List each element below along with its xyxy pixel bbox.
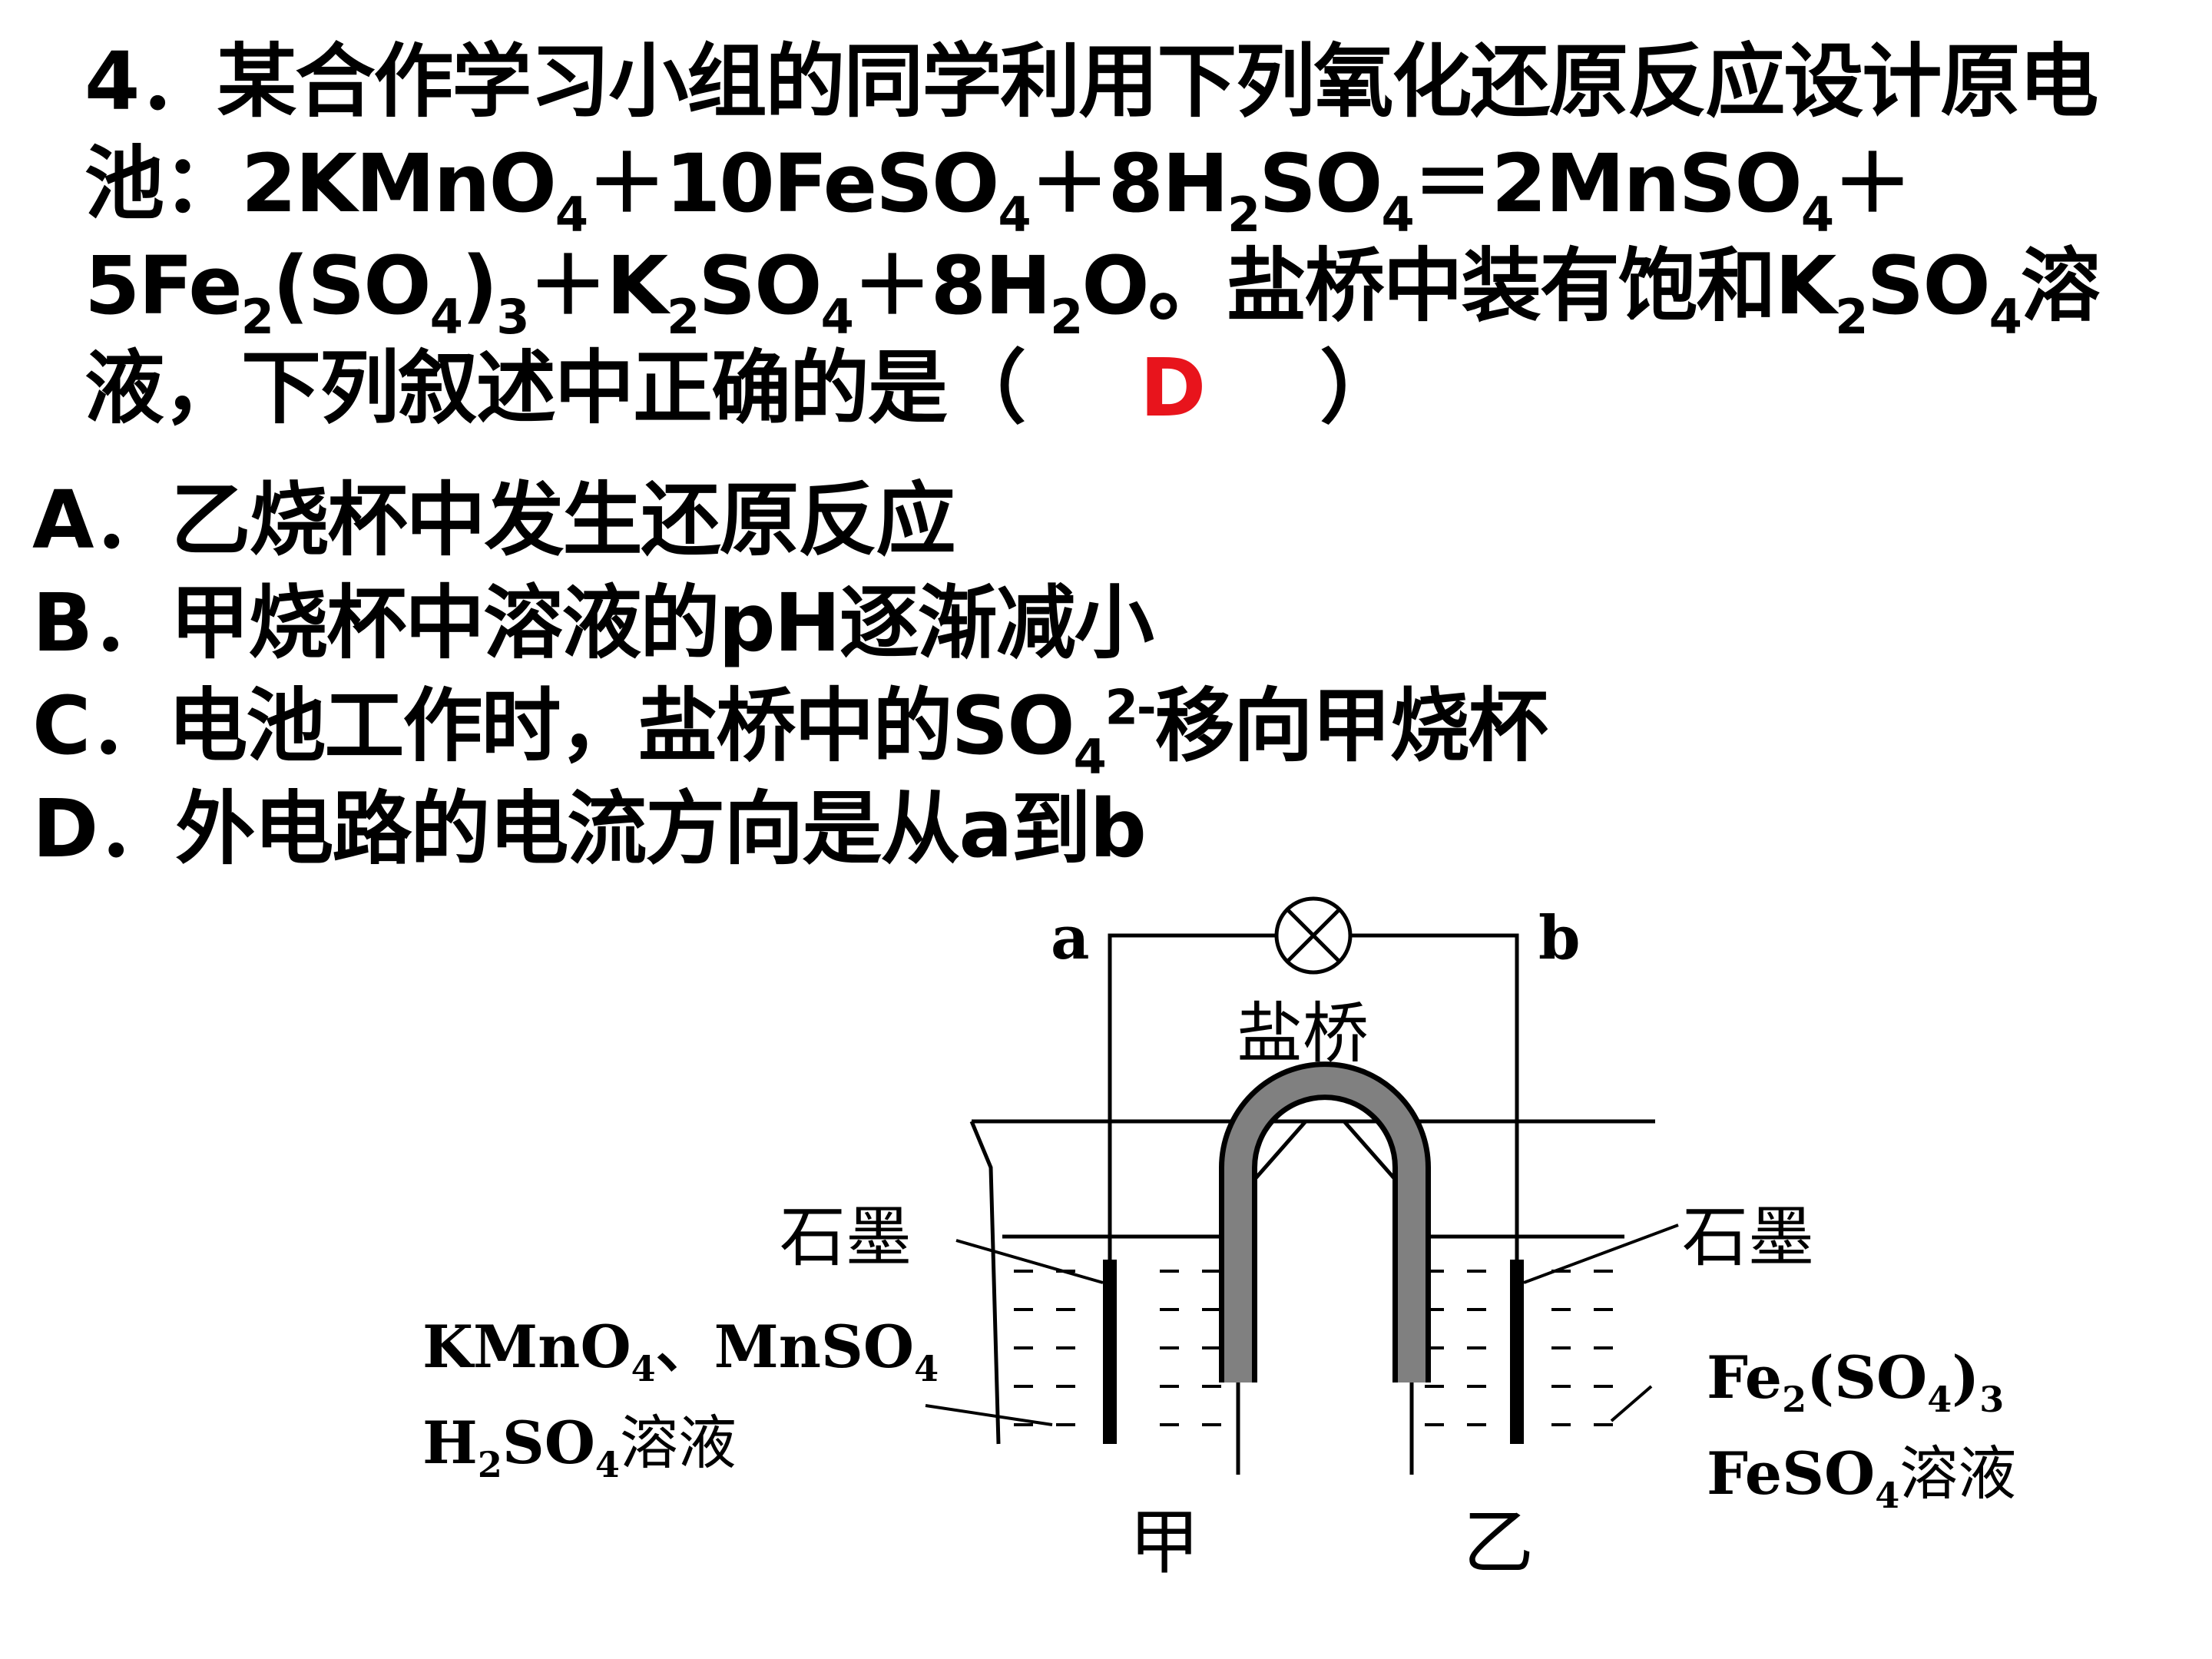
option-b[interactable]: B．甲烧杯中溶液的pH逐渐减小	[32, 576, 1154, 670]
question-text: 4．某合作学习小组的同学利用下列氧化还原反应设计原电池：2KMnO4＋10FeS…	[23, 31, 2189, 439]
graphite-right-label: 石墨	[1682, 1199, 1814, 1276]
options-list: A．乙烧杯中发生还原反应 B．甲烧杯中溶液的pH逐渐减小 C．电池工作时，盐桥中…	[32, 469, 1548, 880]
leader-lines	[925, 1224, 1679, 1426]
salt-bridge-label: 盐桥	[1237, 995, 1369, 1072]
right-solution-line2: FeSO4溶液	[1707, 1439, 2016, 1516]
left-solution-line1: KMnO4、MnSO4	[422, 1313, 939, 1389]
right-solution	[1425, 1270, 1613, 1426]
right-solution-line1: Fe2(SO4)3	[1707, 1343, 2004, 1420]
question-intro: 某合作学习小组的同学利用下列氧化还原反应设计原电池：	[84, 35, 2098, 230]
answer-mark: D	[1140, 341, 1206, 435]
question-number: 4．	[84, 35, 218, 128]
beaker-left-label: 甲	[1129, 1502, 1200, 1584]
partition	[1236, 1119, 1414, 1475]
lamp-icon	[1274, 896, 1353, 975]
left-solution-line2: H2SO4溶液	[422, 1409, 737, 1485]
external-circuit-wire	[1108, 933, 1519, 1260]
graphite-electrode-right	[1510, 1260, 1524, 1444]
option-a[interactable]: A．乙烧杯中发生还原反应	[32, 473, 955, 567]
left-solution	[1014, 1270, 1221, 1426]
beaker-right-label: 乙	[1463, 1502, 1534, 1584]
option-d[interactable]: D．外电路的电流方向是从a到b	[32, 782, 1147, 876]
solution-dashes	[1014, 1270, 1613, 1426]
option-c[interactable]: C．电池工作时，盐桥中的SO42-移向甲烧杯	[32, 679, 1548, 786]
graphite-left-label: 石墨	[780, 1199, 912, 1276]
graphite-electrode-left	[1103, 1260, 1117, 1444]
salt-bridge	[1219, 1061, 1431, 1382]
terminal-label-a: a	[1051, 903, 1090, 973]
terminal-label-b: b	[1538, 903, 1581, 973]
